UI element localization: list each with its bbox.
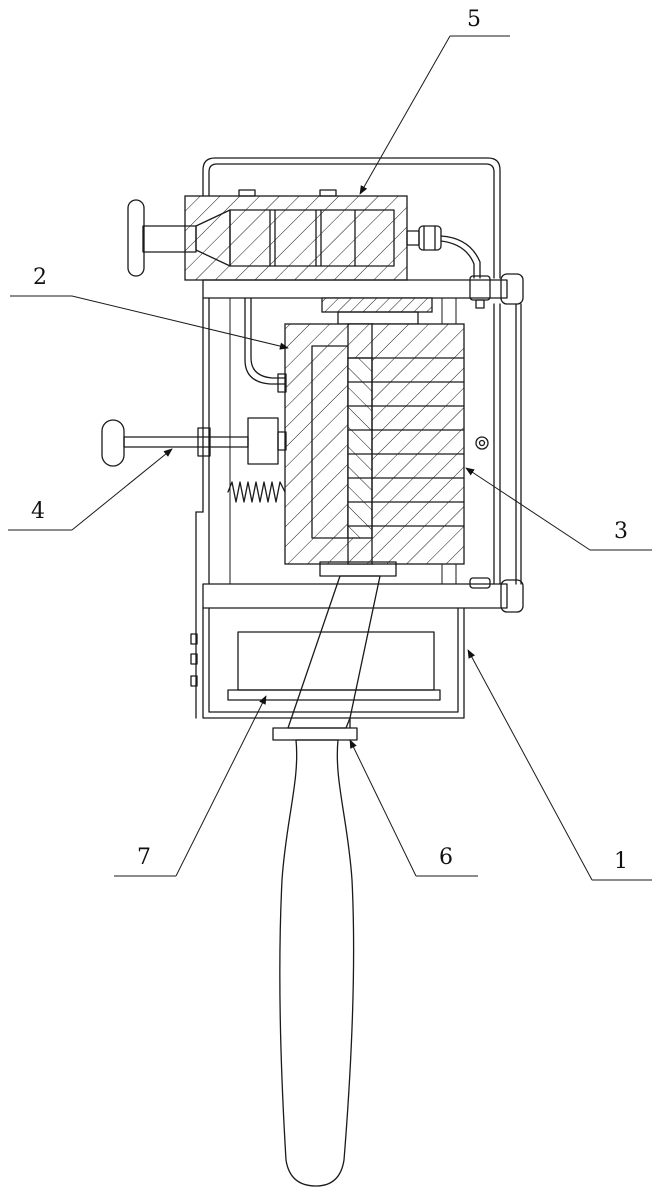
top-cylinder bbox=[128, 190, 480, 280]
spring bbox=[228, 482, 285, 502]
stacked-blocks bbox=[348, 324, 464, 564]
callout-label-3: 3 bbox=[614, 519, 628, 544]
callout-label-6: 6 bbox=[439, 845, 453, 870]
adjusting-knob bbox=[102, 418, 286, 466]
bottom-tray bbox=[228, 632, 440, 700]
wedge-handle-base bbox=[273, 562, 396, 740]
callout-label-1: 1 bbox=[614, 849, 628, 874]
callout-label-5: 5 bbox=[467, 7, 481, 32]
upper-guide-block bbox=[322, 298, 432, 324]
callout-label-4: 4 bbox=[31, 499, 45, 524]
callout-label-7: 7 bbox=[137, 845, 151, 870]
handle-grip bbox=[280, 740, 354, 1186]
callout-label-2: 2 bbox=[33, 265, 47, 290]
